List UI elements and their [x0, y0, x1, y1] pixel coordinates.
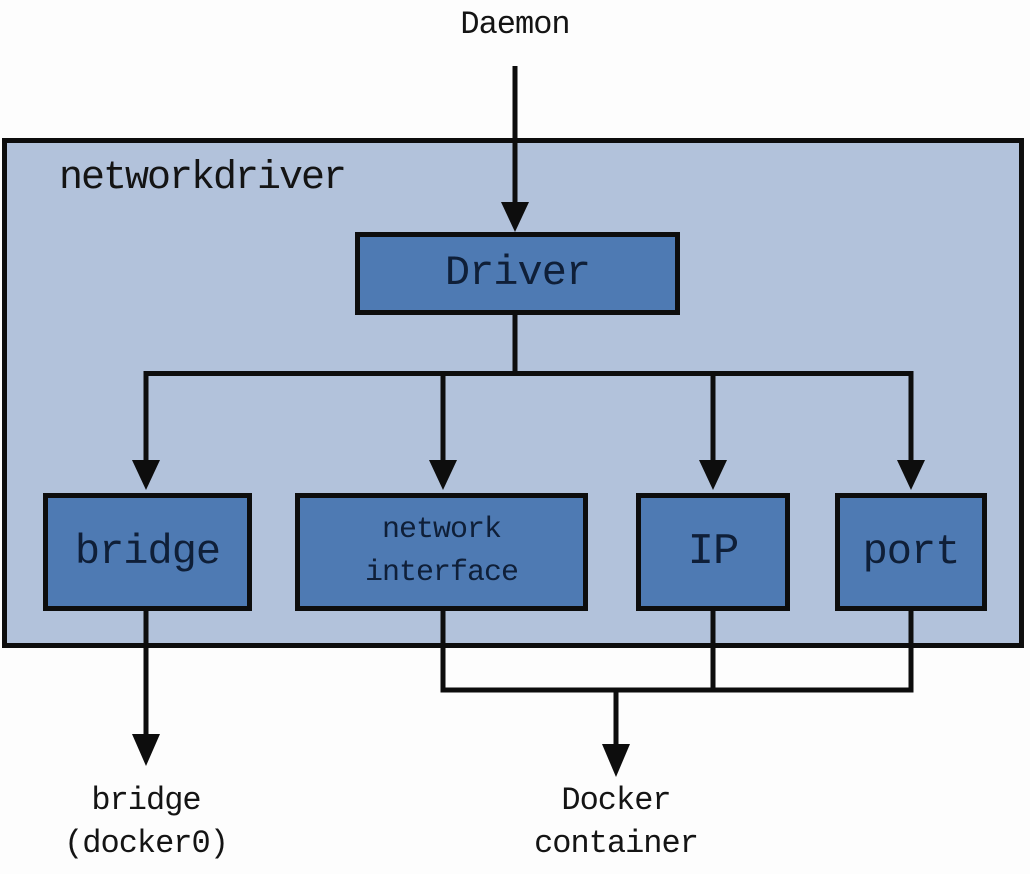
- ip-node-label: IP: [687, 526, 740, 577]
- port-node: port: [835, 493, 987, 611]
- network-interface-node: network interface: [295, 493, 588, 611]
- daemon-label: Daemon: [460, 6, 570, 43]
- arrow-merge-to-docker-container: [602, 688, 630, 777]
- docker-container-label: Docker container: [496, 779, 736, 865]
- bridge-output-label-line2: (docker0): [64, 825, 229, 862]
- bridge-output-label-line1: bridge: [91, 782, 201, 819]
- ip-node: IP: [636, 493, 790, 611]
- driver-node: Driver: [355, 232, 680, 315]
- docker-container-label-line2: container: [534, 825, 699, 862]
- port-node-label: port: [862, 527, 961, 576]
- docker-container-label-line1: Docker: [561, 782, 671, 819]
- bridge-node: bridge: [43, 493, 252, 611]
- network-interface-node-label-line2: interface: [364, 556, 519, 590]
- network-interface-node-label-line1: network: [381, 512, 502, 547]
- bridge-node-label: bridge: [74, 527, 221, 576]
- networkdriver-label: networkdriver: [59, 156, 347, 201]
- bridge-output-label: bridge (docker0): [40, 779, 252, 865]
- driver-node-label: Driver: [444, 249, 591, 298]
